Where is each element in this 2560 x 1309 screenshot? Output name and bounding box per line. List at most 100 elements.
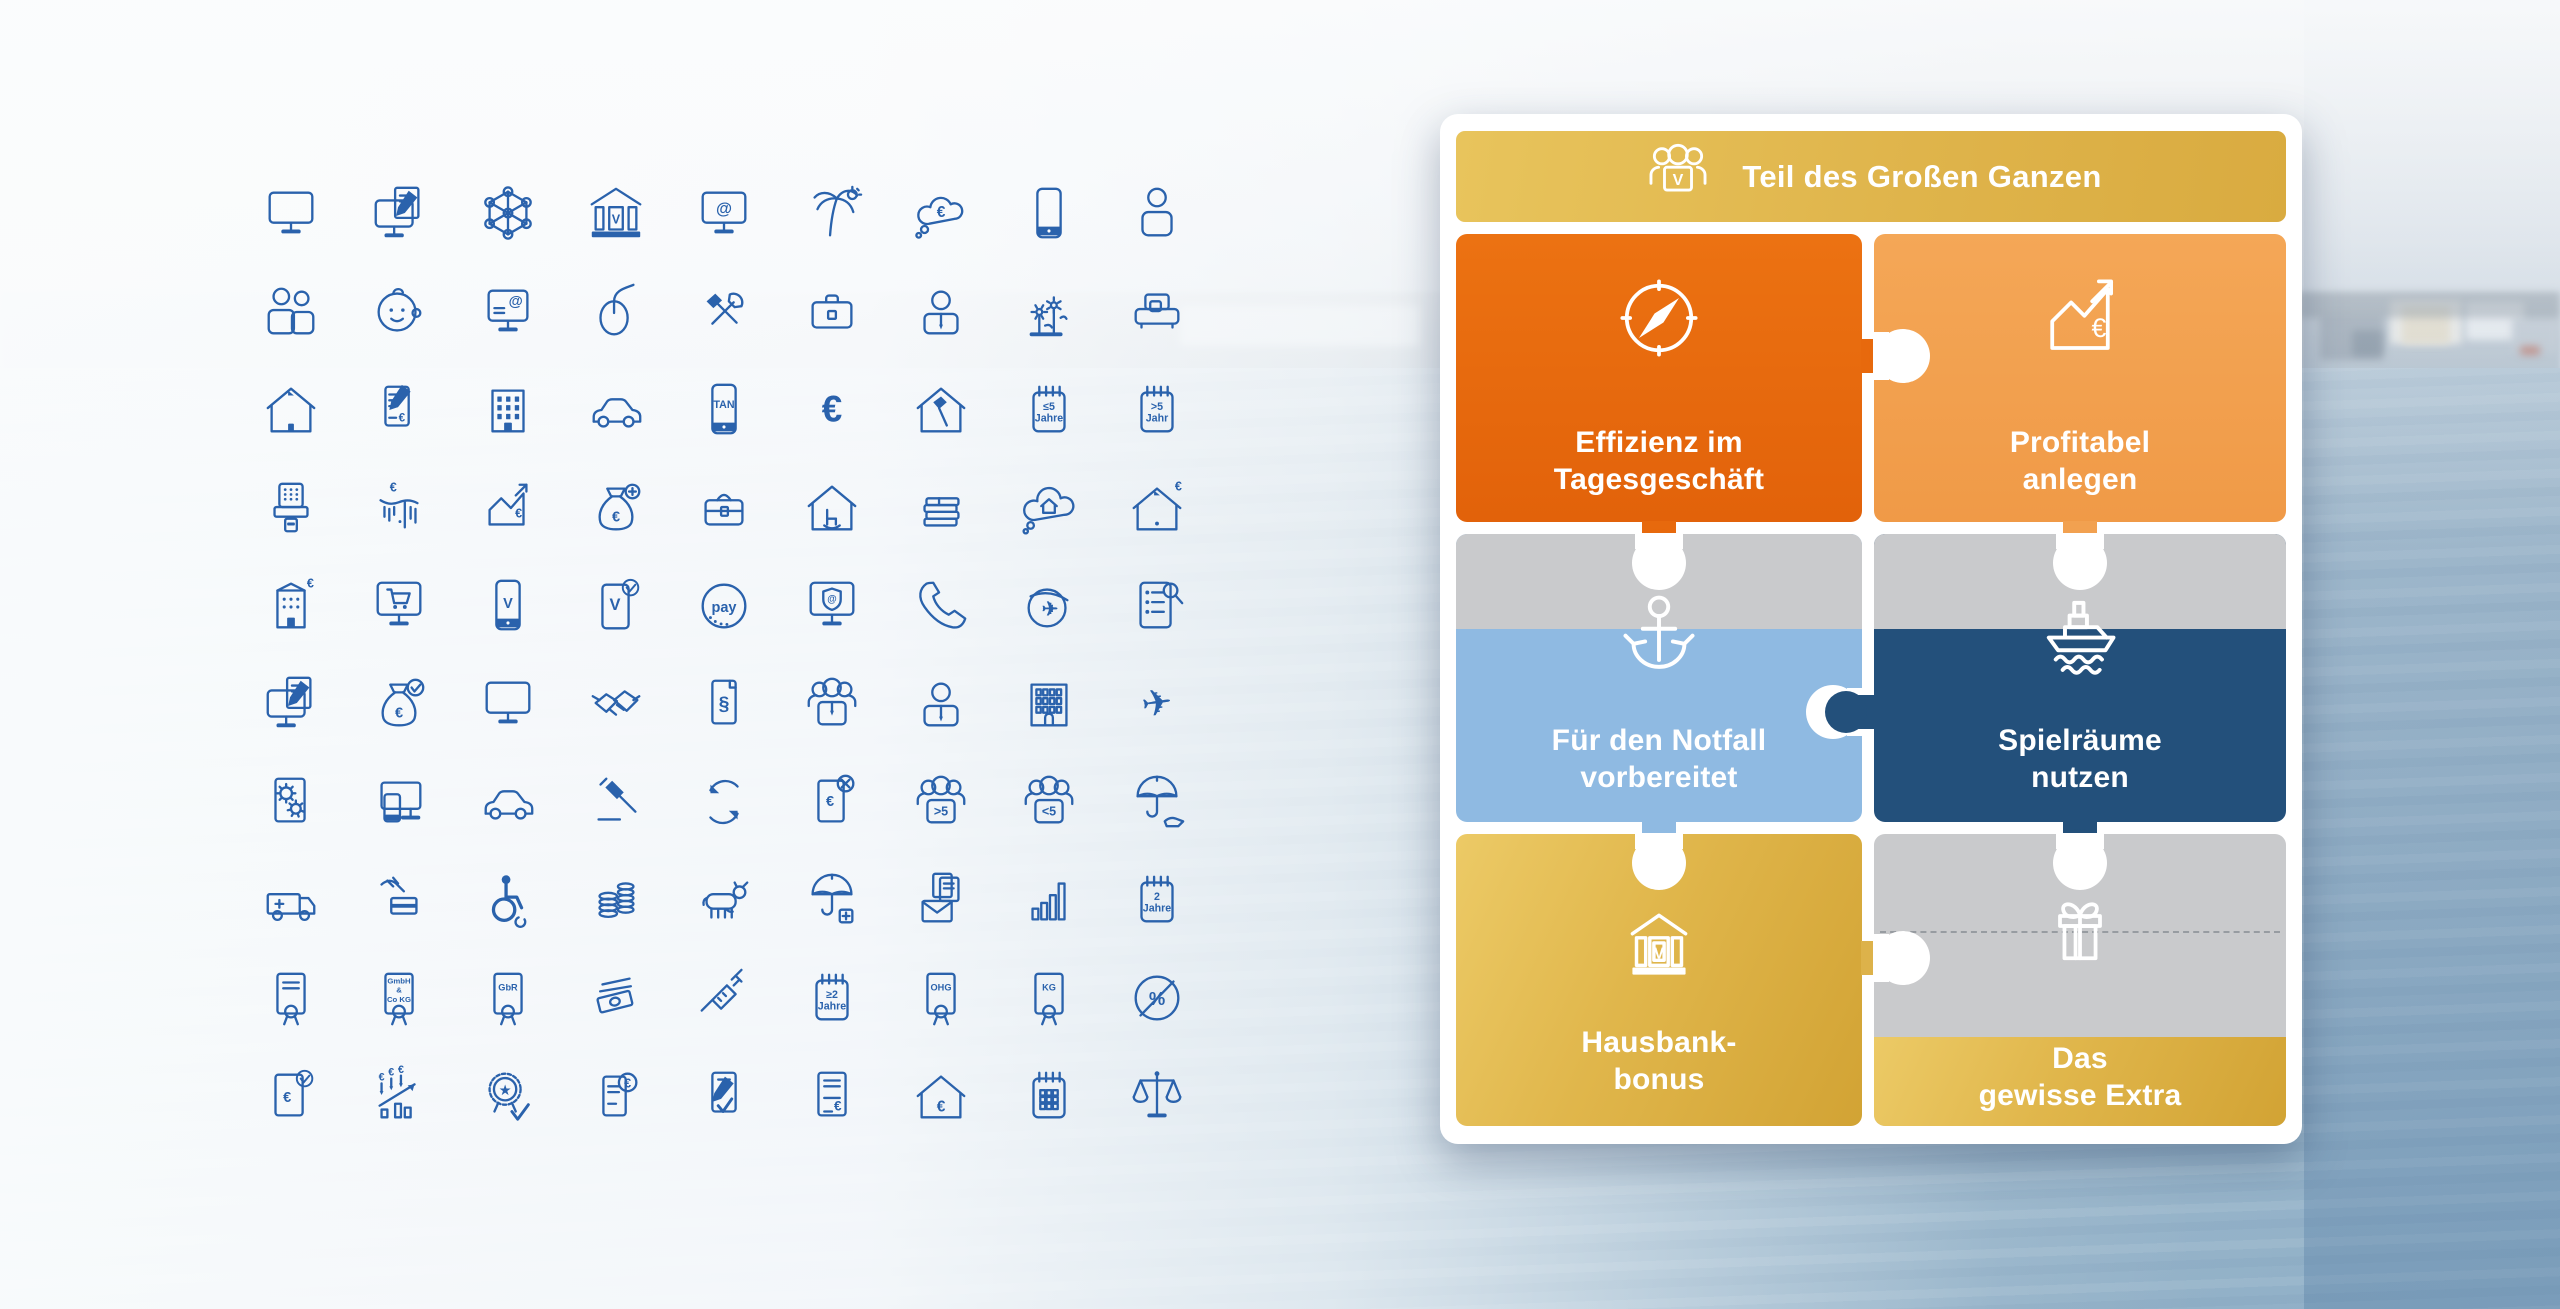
house-euro-icon: € [906, 1061, 976, 1131]
puzzle-piece-hausbank: V Hausbank- bonus [1456, 833, 1911, 1126]
puzzle-panel: V Teil des Großen Ganzen Effizienz im Ta… [1440, 114, 2302, 1144]
mail-documents-icon [906, 865, 976, 935]
piece-title-extra: Das gewisse Extra [1978, 1042, 2182, 1112]
svg-text:€: € [624, 1076, 631, 1090]
team-icon [797, 669, 867, 739]
retirement-home-icon [797, 473, 867, 543]
cert-gbr-icon: GbR [473, 963, 543, 1033]
quality-badge-icon: ★ [473, 1061, 543, 1131]
house-icon [256, 375, 326, 445]
bar-chart-icon [1014, 865, 1084, 935]
network-icon [473, 179, 543, 249]
svg-text:V: V [609, 596, 620, 614]
svg-text:@: @ [508, 294, 522, 310]
baby-icon [364, 277, 434, 347]
ambulance-icon [256, 865, 326, 935]
cert-gmbh-icon: GmbH&Co KG [364, 963, 434, 1033]
svg-text:GmbH: GmbH [388, 976, 412, 985]
euro-icon: € [797, 375, 867, 445]
bank-v-icon: V [1613, 900, 1705, 997]
svg-text:€: € [389, 1067, 395, 1079]
devices-icon [364, 767, 434, 837]
svg-text:€: € [398, 1065, 404, 1076]
svg-text:★: ★ [498, 1083, 511, 1099]
funding-check-icon: € [364, 669, 434, 739]
online-shopping-icon [364, 571, 434, 641]
certificate-icon [256, 963, 326, 1033]
svg-text:Jahre: Jahre [818, 1001, 846, 1013]
card-payment-icon [364, 865, 434, 935]
tan-phone-icon: TAN [689, 375, 759, 445]
pay-badge-icon: pay [689, 571, 759, 641]
online-contract-icon [256, 669, 326, 739]
no-cash-icon: € [797, 767, 867, 837]
puzzle-header: V Teil des Großen Ganzen [1456, 131, 2286, 222]
piece-title-hausbank: Hausbank- bonus [1581, 1026, 1737, 1096]
svg-text:≤5: ≤5 [1043, 401, 1055, 413]
accessibility-icon [473, 865, 543, 935]
house-renovation-icon [906, 375, 976, 445]
svg-text:✈: ✈ [1139, 681, 1175, 726]
checklist-search-icon [1122, 571, 1192, 641]
piece-title-notfall: Für den Notfall vorbereitet [1551, 724, 1767, 794]
bank-v-small-icon: V [581, 179, 651, 249]
svg-text:@: @ [828, 594, 837, 605]
invoice-euro-icon: € [797, 1061, 867, 1131]
puzzle-piece-notfall: Für den Notfall vorbereitet [1456, 533, 1863, 871]
svg-text:Jahre: Jahre [1035, 413, 1063, 425]
exchange-arrows-icon [689, 767, 759, 837]
svg-text:≥2: ≥2 [826, 989, 838, 1001]
monitor-contract-icon [364, 179, 434, 249]
svg-text:<5: <5 [1042, 805, 1056, 819]
svg-text:€: € [936, 204, 945, 221]
airplane-icon: ✈ [1122, 669, 1192, 739]
calculator-pad-icon [1014, 1061, 1084, 1131]
phone-handset-icon [906, 571, 976, 641]
cow-icon [689, 865, 759, 935]
consultant-icon [906, 669, 976, 739]
savings-plus-icon: € [581, 473, 651, 543]
palm-vacation-icon [797, 179, 867, 249]
svg-text:Jahr: Jahr [1146, 413, 1168, 425]
office-building-icon [1014, 669, 1084, 739]
svg-text:€: € [826, 794, 834, 810]
svg-text:✈: ✈ [1042, 599, 1058, 621]
travel-globe-icon: ✈ [1014, 571, 1084, 641]
receipt-euro-icon: € [581, 1061, 651, 1131]
svg-text:€: € [395, 706, 403, 722]
cert-kg-icon: KG [1014, 963, 1084, 1033]
svg-text:€: € [834, 1099, 842, 1114]
svg-text:€: € [822, 389, 842, 430]
investment-decline-icon: €€€ [364, 1061, 434, 1131]
growth-chart-icon [473, 669, 543, 739]
puzzle-piece-spielraeume: Spielräume nutzen [1825, 533, 2286, 871]
svg-text:2: 2 [1154, 891, 1160, 903]
legal-document-icon: § [689, 669, 759, 739]
svg-text:€: € [307, 577, 314, 591]
thought-euro-icon: € [906, 179, 976, 249]
svg-text:€: € [1175, 480, 1182, 494]
svg-text:€: € [379, 1072, 385, 1084]
svg-text:Co KG: Co KG [387, 995, 411, 1004]
staff-over-5-icon: >5 [906, 767, 976, 837]
euro-rates-icon: € [364, 473, 434, 543]
svg-text:>5: >5 [933, 805, 947, 819]
ship-icon [2028, 574, 2132, 683]
svg-text:pay: pay [711, 600, 736, 616]
piece-title-spielraeume: Spielräume nutzen [1998, 724, 2162, 794]
dream-house-icon [1014, 473, 1084, 543]
puzzle-piece-extra: Das gewisse Extra [1873, 833, 2286, 1126]
insurance-umbrella-icon [1122, 767, 1192, 837]
svg-text:V: V [503, 596, 513, 612]
svg-text:Jahre: Jahre [1143, 903, 1171, 915]
monitor-icon [256, 179, 326, 249]
svg-text:&: & [396, 986, 402, 995]
svg-text:KG: KG [1042, 982, 1056, 992]
settings-document-icon [256, 767, 326, 837]
cert-ohg-icon: OHG [906, 963, 976, 1033]
